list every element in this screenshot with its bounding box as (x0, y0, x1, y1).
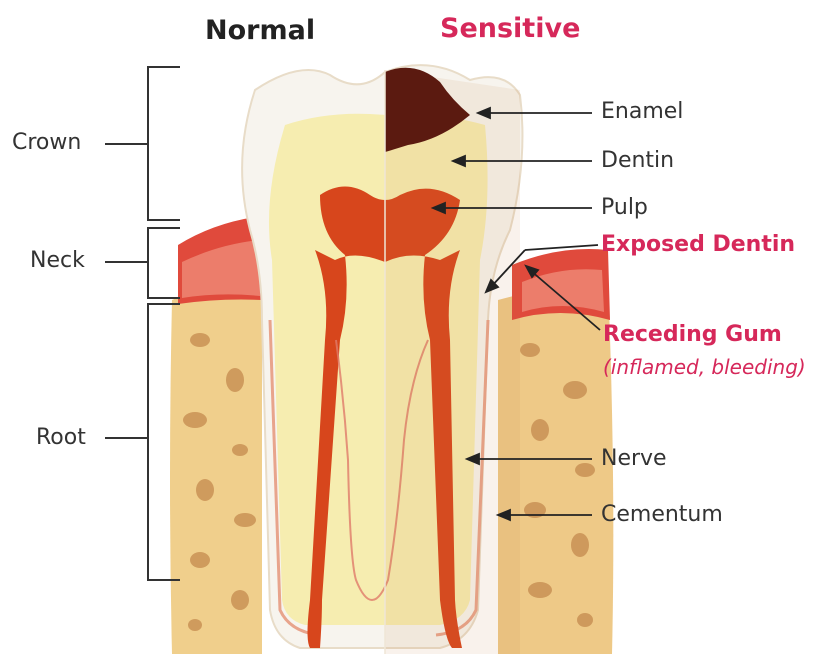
label-nerve: Nerve (601, 446, 667, 471)
bone-pores (183, 333, 595, 631)
header-normal: Normal (205, 15, 316, 46)
label-receding-gum: Receding Gum (603, 322, 782, 347)
label-enamel: Enamel (601, 99, 684, 124)
label-crown: Crown (12, 130, 82, 155)
label-receding-gum-note: (inflamed, bleeding) (603, 355, 806, 379)
pulp (307, 186, 462, 648)
label-pulp: Pulp (601, 195, 648, 220)
label-cementum: Cementum (601, 502, 723, 527)
label-neck: Neck (30, 248, 85, 273)
leader-lines (430, 106, 601, 522)
bone-right (498, 282, 614, 654)
sensitive-half-tint (385, 70, 520, 654)
root-bracket (105, 303, 180, 581)
label-root: Root (36, 425, 86, 450)
label-dentin: Dentin (601, 148, 675, 173)
label-exposed-dentin: Exposed Dentin (601, 232, 796, 257)
crown-bracket (105, 66, 180, 221)
gum-right (512, 249, 610, 320)
header-sensitive: Sensitive (440, 13, 581, 44)
gum-left (178, 216, 262, 304)
neck-bracket (105, 227, 180, 299)
root-inner-outline (335, 339, 429, 601)
decay-cavity (385, 67, 470, 152)
